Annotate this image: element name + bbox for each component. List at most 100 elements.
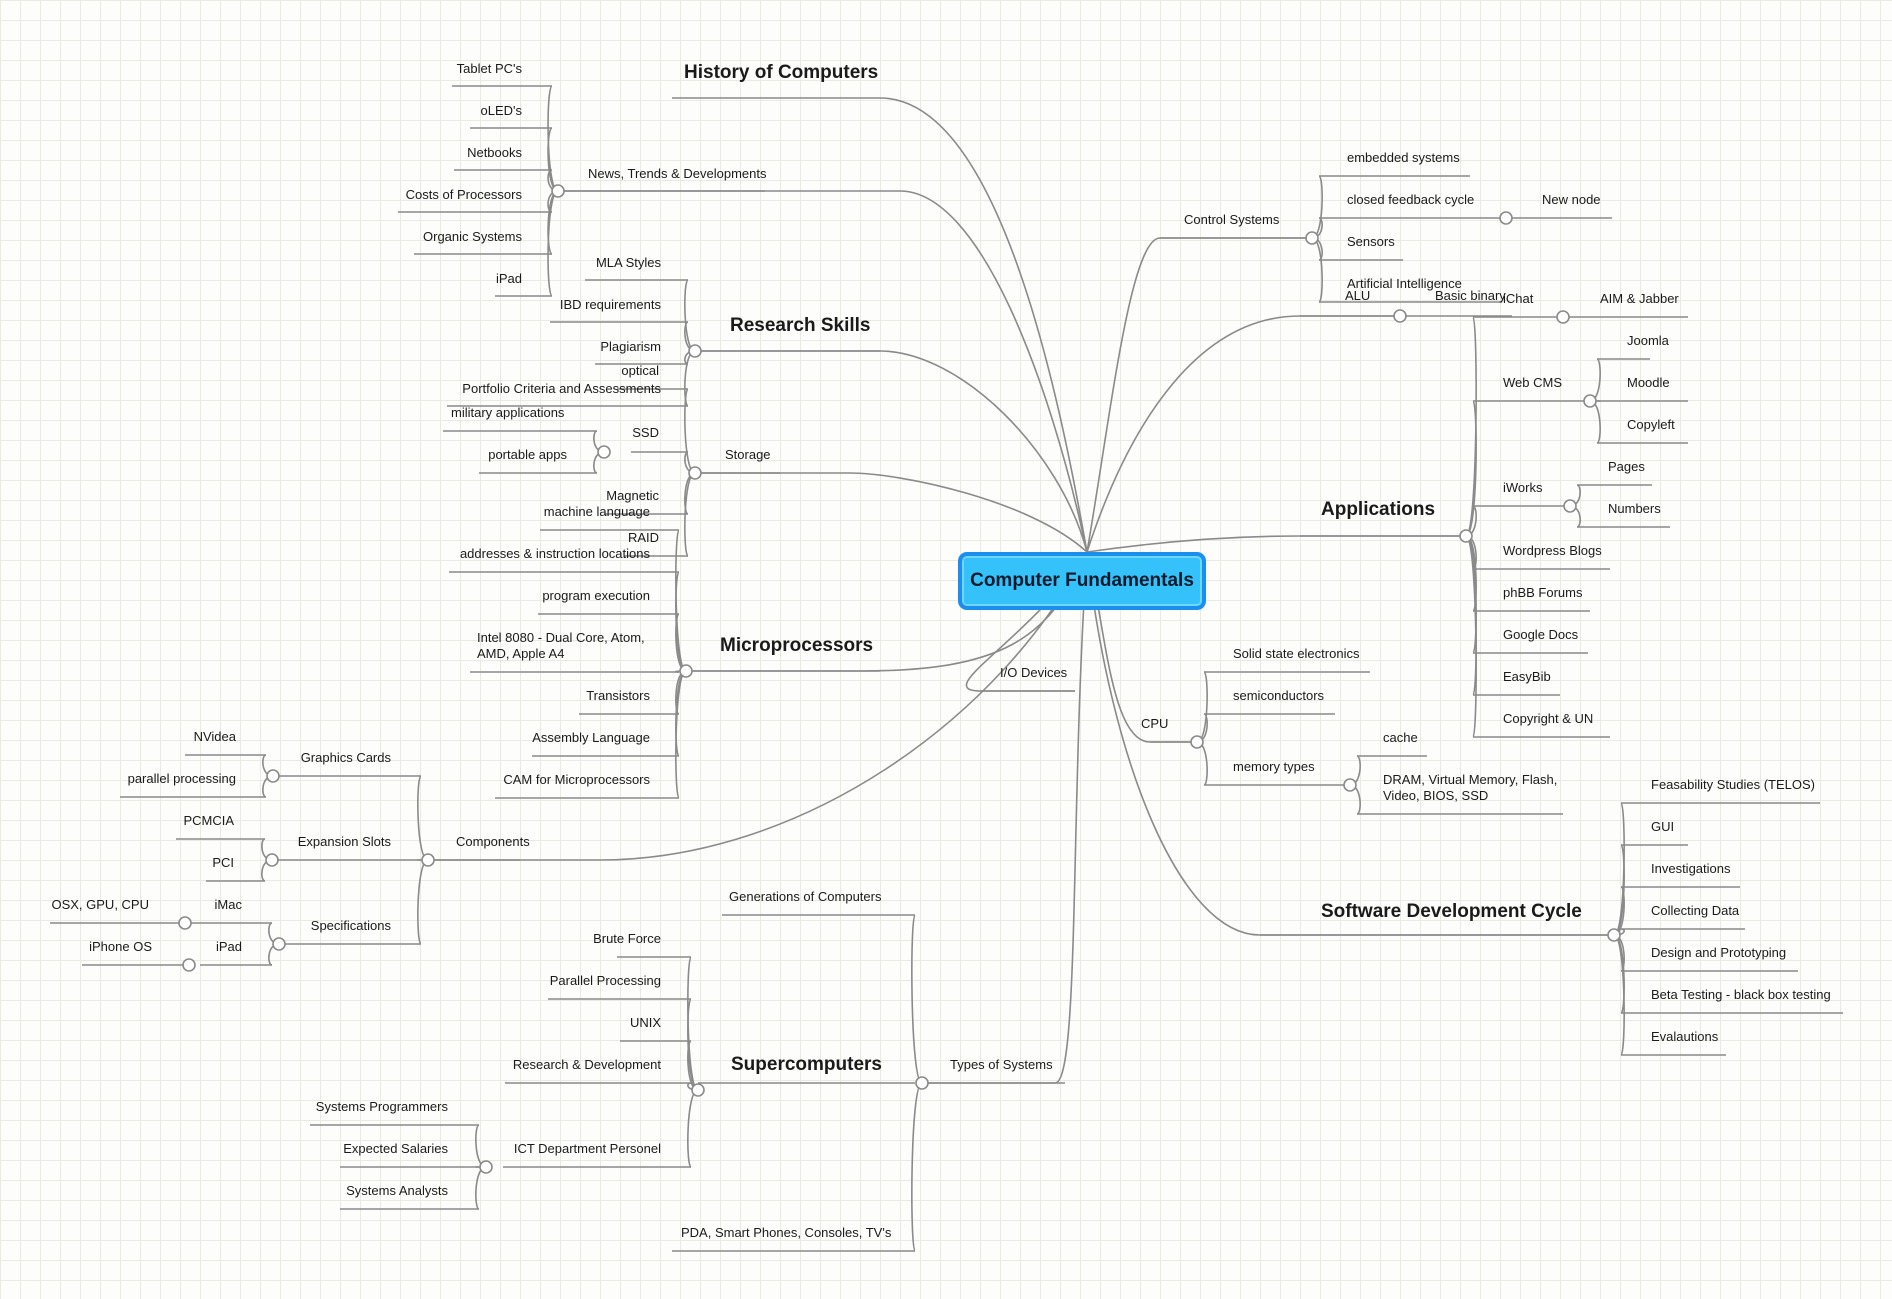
ssd-collapse-knob[interactable] — [597, 445, 611, 459]
ipad-collapse-knob[interactable] — [182, 958, 196, 972]
node-specifications[interactable]: Specifications — [311, 918, 392, 933]
node-organic-systems[interactable]: Organic Systems — [423, 229, 522, 244]
webcms-collapse-knob[interactable] — [1583, 394, 1597, 408]
node-aim-jabber[interactable]: AIM & Jabber — [1600, 291, 1679, 306]
node-optical[interactable]: optical — [621, 363, 659, 378]
imac-collapse-knob[interactable] — [178, 916, 192, 930]
node-dram-line2[interactable]: Video, BIOS, SSD — [1383, 788, 1488, 803]
node-collecting-data[interactable]: Collecting Data — [1651, 903, 1740, 918]
topic-microprocessors[interactable]: Microprocessors — [720, 635, 873, 656]
node-new-node[interactable]: New node — [1542, 192, 1601, 207]
node-netbooks[interactable]: Netbooks — [467, 145, 522, 160]
node-alu[interactable]: ALU — [1345, 288, 1370, 303]
node-cam-microprocessors[interactable]: CAM for Microprocessors — [503, 772, 650, 787]
node-io-devices[interactable]: I/O Devices — [1000, 665, 1068, 680]
node-memory-types[interactable]: memory types — [1233, 759, 1315, 774]
node-evalautions[interactable]: Evalautions — [1651, 1029, 1719, 1044]
cpu-collapse-knob[interactable] — [1190, 735, 1204, 749]
node-research-development[interactable]: Research & Development — [513, 1057, 662, 1072]
node-military-applications[interactable]: military applications — [451, 405, 565, 420]
node-portable-apps[interactable]: portable apps — [488, 447, 567, 462]
topic-software-development-cycle[interactable]: Software Development Cycle — [1321, 901, 1582, 922]
node-gui[interactable]: GUI — [1651, 819, 1674, 834]
specs-collapse-knob[interactable] — [272, 937, 286, 951]
node-joomla[interactable]: Joomla — [1627, 333, 1670, 348]
node-tablet-pcs[interactable]: Tablet PC's — [457, 61, 523, 76]
node-types-of-systems[interactable]: Types of Systems — [950, 1057, 1053, 1072]
topic-applications[interactable]: Applications — [1321, 499, 1435, 520]
components-collapse-knob[interactable] — [421, 853, 435, 867]
graphics-collapse-knob[interactable] — [266, 769, 280, 783]
node-phbb[interactable]: phBB Forums — [1503, 585, 1583, 600]
node-iworks[interactable]: iWorks — [1503, 480, 1543, 495]
node-unix[interactable]: UNIX — [630, 1015, 661, 1030]
node-investigations[interactable]: Investigations — [1651, 861, 1731, 876]
node-copyright-un[interactable]: Copyright & UN — [1503, 711, 1593, 726]
node-moodle[interactable]: Moodle — [1627, 375, 1670, 390]
node-systems-programmers[interactable]: Systems Programmers — [316, 1099, 449, 1114]
node-ssd[interactable]: SSD — [632, 425, 659, 440]
collapse-knobs[interactable] — [178, 184, 1621, 1174]
node-transistors[interactable]: Transistors — [586, 688, 650, 703]
node-parallel-processing[interactable]: Parallel Processing — [550, 973, 661, 988]
feedback-collapse-knob[interactable] — [1499, 211, 1513, 225]
node-dram-line1[interactable]: DRAM, Virtual Memory, Flash, — [1383, 772, 1557, 787]
node-ipad-news[interactable]: iPad — [496, 271, 522, 286]
node-ict-department[interactable]: ICT Department Personel — [514, 1141, 661, 1156]
node-solid-state[interactable]: Solid state electronics — [1233, 646, 1360, 661]
node-magnetic[interactable]: Magnetic — [606, 488, 659, 503]
expansion-collapse-knob[interactable] — [265, 853, 279, 867]
alu-collapse-knob[interactable] — [1393, 309, 1407, 323]
applications-collapse-knob[interactable] — [1459, 529, 1473, 543]
node-easybib[interactable]: EasyBib — [1503, 669, 1551, 684]
node-pages[interactable]: Pages — [1608, 459, 1645, 474]
node-semiconductors[interactable]: semiconductors — [1233, 688, 1325, 703]
storage-collapse-knob[interactable] — [688, 466, 702, 480]
types-collapse-knob[interactable] — [915, 1076, 929, 1090]
research-collapse-knob[interactable] — [688, 344, 702, 358]
node-raid[interactable]: RAID — [628, 530, 659, 545]
node-google-docs[interactable]: Google Docs — [1503, 627, 1579, 642]
node-cpu[interactable]: CPU — [1141, 716, 1168, 731]
node-pda-phones[interactable]: PDA, Smart Phones, Consoles, TV's — [681, 1225, 892, 1240]
node-copyleft[interactable]: Copyleft — [1627, 417, 1675, 432]
node-embedded-systems[interactable]: embedded systems — [1347, 150, 1460, 165]
node-storage[interactable]: Storage — [725, 447, 771, 462]
node-generations[interactable]: Generations of Computers — [729, 889, 882, 904]
node-brute-force[interactable]: Brute Force — [593, 931, 661, 946]
super-collapse-knob[interactable] — [691, 1083, 705, 1097]
iworks-collapse-knob[interactable] — [1563, 499, 1577, 513]
microprocessors-collapse-knob[interactable] — [679, 664, 693, 678]
node-cache[interactable]: cache — [1383, 730, 1418, 745]
node-intel-8080-line2[interactable]: AMD, Apple A4 — [477, 646, 564, 661]
node-systems-analysts[interactable]: Systems Analysts — [346, 1183, 448, 1198]
node-imac[interactable]: iMac — [215, 897, 243, 912]
node-parallel-processing-gpu[interactable]: parallel processing — [128, 771, 236, 786]
control-collapse-knob[interactable] — [1305, 231, 1319, 245]
node-nvidea[interactable]: NVidea — [194, 729, 237, 744]
node-beta-testing[interactable]: Beta Testing - black box testing — [1651, 987, 1831, 1002]
topic-supercomputers[interactable]: Supercomputers — [731, 1054, 882, 1075]
node-ibd-requirements[interactable]: IBD requirements — [560, 297, 662, 312]
node-oleds[interactable]: oLED's — [480, 103, 522, 118]
node-intel-8080-line1[interactable]: Intel 8080 - Dual Core, Atom, — [477, 630, 645, 645]
node-plagiarism[interactable]: Plagiarism — [600, 339, 661, 354]
node-program-execution[interactable]: program execution — [542, 588, 650, 603]
node-artificial-intelligence[interactable]: Artificial Intelligence — [1347, 276, 1462, 291]
node-ipad-spec[interactable]: iPad — [216, 939, 242, 954]
sdc-collapse-knob[interactable] — [1607, 928, 1621, 942]
ichat-collapse-knob[interactable] — [1556, 310, 1570, 324]
node-numbers[interactable]: Numbers — [1608, 501, 1661, 516]
node-iphone-os[interactable]: iPhone OS — [89, 939, 152, 954]
topic-history[interactable]: History of Computers — [684, 62, 878, 83]
node-feasability[interactable]: Feasability Studies (TELOS) — [1651, 777, 1815, 792]
central-topic[interactable]: Computer Fundamentals — [958, 552, 1206, 610]
node-web-cms[interactable]: Web CMS — [1503, 375, 1562, 390]
node-ichat[interactable]: iChat — [1503, 291, 1534, 306]
node-mla-styles[interactable]: MLA Styles — [596, 255, 662, 270]
node-news[interactable]: News, Trends & Developments — [588, 166, 767, 181]
node-sensors[interactable]: Sensors — [1347, 234, 1395, 249]
node-expansion-slots[interactable]: Expansion Slots — [298, 834, 392, 849]
node-basic-binary[interactable]: Basic binary — [1435, 288, 1506, 303]
memory-collapse-knob[interactable] — [1343, 778, 1357, 792]
